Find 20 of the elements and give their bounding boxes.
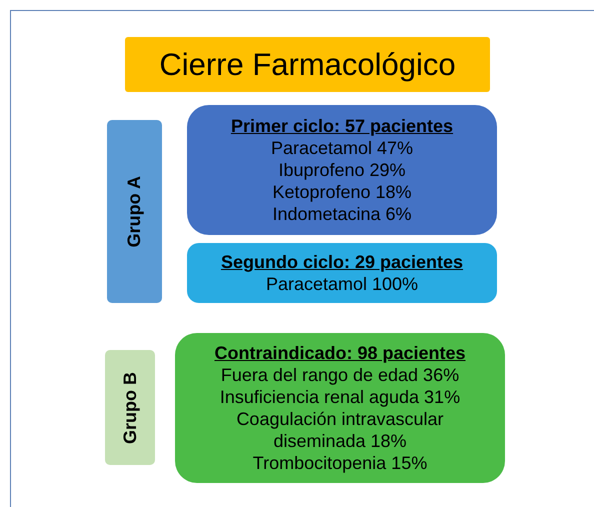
- list-item: Fuera del rango de edad 36%: [220, 364, 460, 386]
- list-item: Trombocitopenia 15%: [252, 452, 428, 474]
- group-label: Grupo B: [120, 372, 140, 444]
- list-item: Ketoprofeno 18%: [272, 181, 412, 203]
- group-label: Grupo A: [124, 176, 145, 248]
- card-heading: Primer ciclo: 57 pacientes: [230, 115, 454, 137]
- card-heading: Segundo ciclo: 29 pacientes: [220, 251, 464, 273]
- info-card: [175, 333, 505, 483]
- list-item: Paracetamol 47%: [270, 137, 414, 159]
- list-item: Indometacina 6%: [272, 203, 412, 225]
- title: Cierre Farmacológico: [125, 37, 490, 92]
- card-heading: Contraindicado: 98 pacientes: [214, 342, 466, 364]
- list-item: Insuficiencia renal aguda 31%: [220, 386, 460, 408]
- list-item: Paracetamol 100%: [266, 273, 418, 295]
- info-card: [187, 243, 497, 303]
- list-item: Ibuprofeno 29%: [278, 159, 406, 181]
- group-box: [107, 120, 162, 303]
- list-item: Coagulación intravascular diseminada 18%: [235, 408, 445, 452]
- info-card: [187, 105, 497, 235]
- group-box: [105, 350, 155, 465]
